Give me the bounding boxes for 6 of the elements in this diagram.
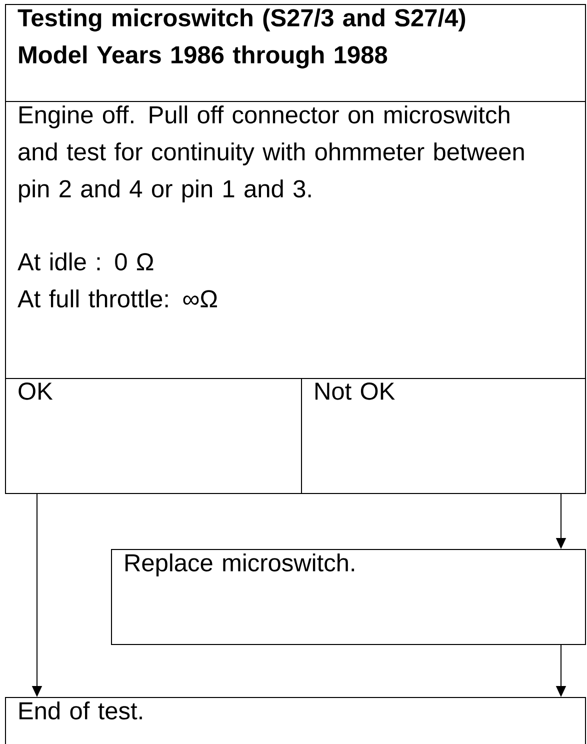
instruction-box: Engine off. Pull off connector on microswitch and test for continuity with ohmmeter between pin 2 and 4 or pin 1 and 3. At idle : 0 Ω At full throttle: ∞Ω [5,101,586,379]
end-box: End of test. [5,697,586,744]
result-box: OK [5,378,302,494]
title-box: Testing microswitch (S27/3 and S27/4) Model Years 1986 through 1988 [5,4,586,102]
result-box: Not OK [301,378,586,494]
process-box: Replace microswitch. [111,549,586,645]
